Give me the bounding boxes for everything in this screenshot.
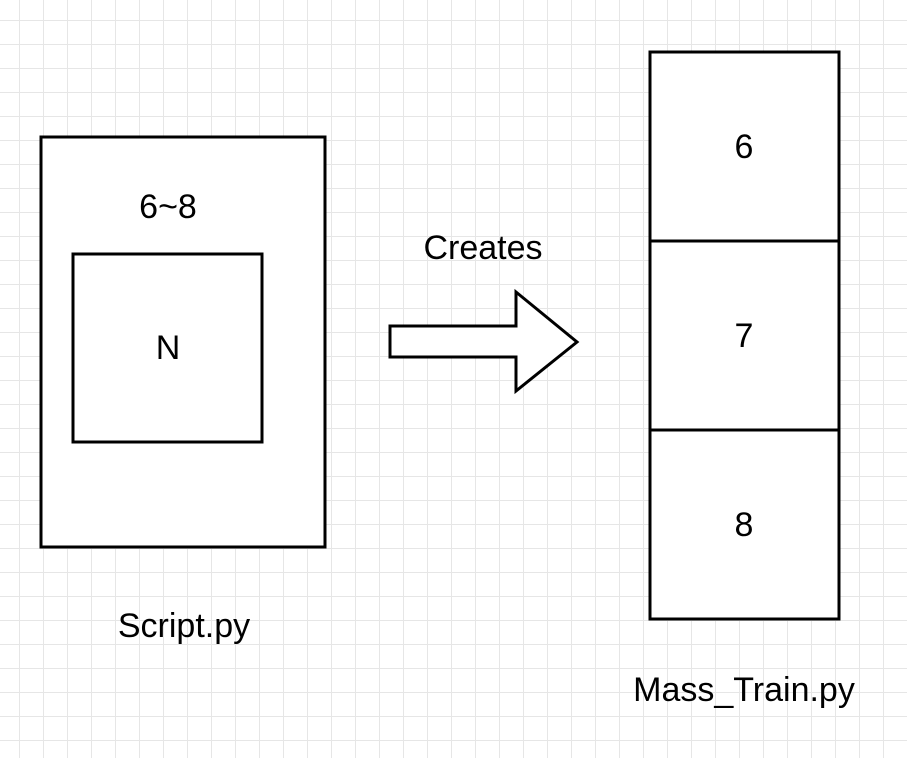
mass-train-cell [648, 50, 841, 243]
mass-train-cell-label: 6 [735, 128, 754, 166]
mass-train-cell [648, 239, 841, 432]
mass-train-cell [648, 428, 841, 621]
script-range-label: 6~8 [139, 188, 197, 226]
script-inner-box [71, 252, 264, 444]
mass-train-caption: Mass_Train.py [633, 671, 855, 709]
mass-train-cell-label: 8 [735, 506, 754, 544]
creates-label: Creates [423, 229, 542, 267]
mass-train-node: 6 7 8 [648, 50, 841, 621]
script-inner-label: N [156, 329, 181, 367]
script-caption: Script.py [118, 607, 250, 645]
mass-train-cell-label: 7 [735, 317, 754, 355]
creates-arrow [388, 288, 580, 395]
script-node: 6~8 N [39, 135, 327, 549]
